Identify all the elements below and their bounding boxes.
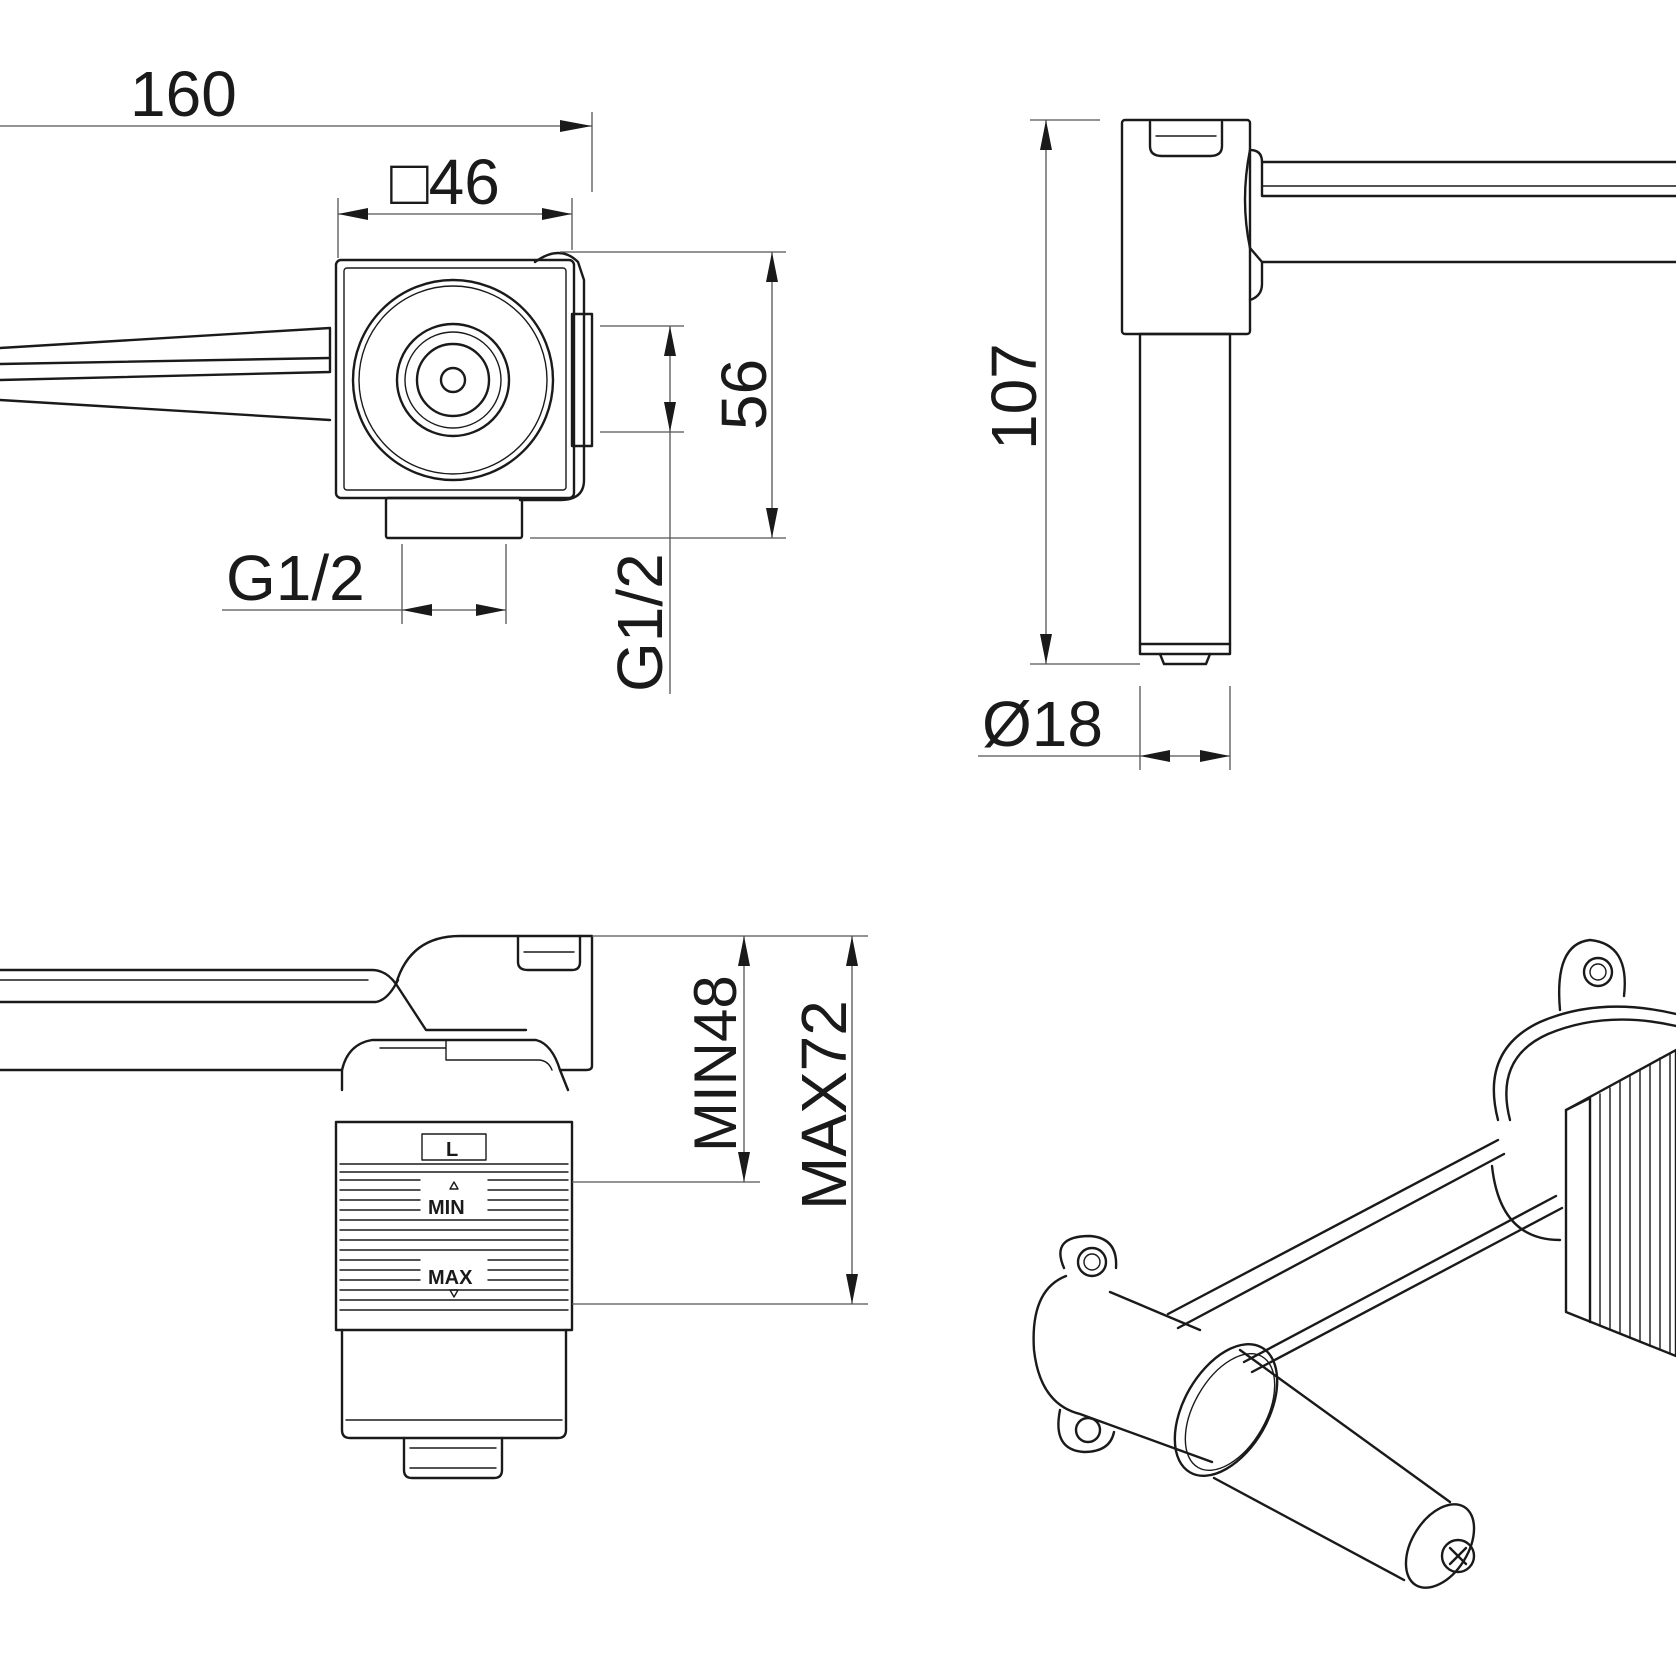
dimension-square-body: □46 [337,146,573,258]
dim-label-107: 107 [978,343,1050,450]
max-down-arrow-icon [449,1289,459,1298]
dim-label-g12-side: G1/2 [604,553,676,692]
dimension-max-depth: MAX72 [572,936,868,1305]
phillips-screw-icon [1440,1538,1476,1574]
isometric-view [1032,938,1676,1589]
marking-max: MAX [428,1267,473,1289]
dimension-spout-diameter: Ø18 [978,686,1231,770]
head-grooves [1599,1053,1671,1355]
marking-l-box [421,1133,487,1161]
dim-label-max72: MAX72 [788,1000,860,1210]
dim-label-g12-bottom: G1/2 [226,542,365,614]
dimension-thread-bottom: G1/2 [222,542,507,624]
dim-label-160: 160 [130,58,237,130]
dim-label-min48: MIN48 [682,975,749,1152]
dimension-min-depth: MIN48 [572,935,868,1183]
min-up-arrow-icon [449,1181,459,1190]
dimension-overall-length: 160 [0,58,593,192]
dim-label-56: 56 [708,359,780,430]
cartridge-grooves [339,1163,569,1311]
front-view: 160 □46 [0,58,786,694]
dimension-thread-side: G1/2 [600,325,684,694]
dimension-total-height: 107 [978,119,1140,665]
marking-min: MIN [428,1197,465,1219]
marking-l: L [446,1139,458,1161]
side-view: 107 Ø18 [978,118,1676,770]
dim-label-d18: Ø18 [982,688,1103,760]
section-view: L MIN MAX [0,934,868,1480]
dim-label-square-46: □46 [390,146,500,218]
dimension-height-56: 56 [530,251,786,539]
